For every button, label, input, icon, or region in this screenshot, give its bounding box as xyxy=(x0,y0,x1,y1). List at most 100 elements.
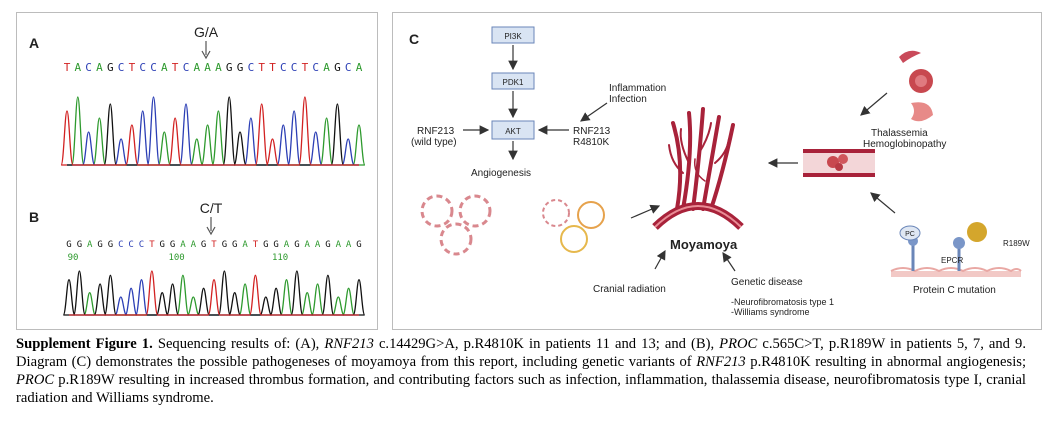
rnf-wt-line2: (wild type) xyxy=(411,137,457,148)
caption-text: c.14429G>A, p.R4810K in patients 11 and … xyxy=(373,336,720,352)
sequence-base: G xyxy=(334,61,341,74)
sequence-base: C xyxy=(312,61,319,74)
vessel-rings-left xyxy=(420,194,492,256)
sequence-base: C xyxy=(85,61,92,74)
sequence-position: 110 xyxy=(272,253,288,263)
sequence-base: T xyxy=(172,61,179,74)
akt-label: AKT xyxy=(505,127,521,136)
sequence-base: A xyxy=(356,61,363,74)
trace-A xyxy=(67,96,366,166)
sequence-base: A xyxy=(215,61,222,74)
sequence-base: C xyxy=(280,61,287,74)
sequence-base: C xyxy=(345,61,352,74)
variant-b-arrowhead xyxy=(206,226,216,236)
sequence-base: C xyxy=(183,61,190,74)
panel-c-label: C xyxy=(409,31,420,47)
variant-b-label: C/T xyxy=(200,200,223,216)
sequence-base: G xyxy=(159,240,164,250)
vessel-ring-icon xyxy=(542,199,570,227)
sequence-base: G xyxy=(325,240,330,250)
epcr-receptor-icon xyxy=(953,237,965,271)
moyamoya-vessel-icon xyxy=(668,107,735,211)
caption-gene: RNF213 xyxy=(696,354,746,370)
trace-T xyxy=(60,96,359,166)
sequence-base: C xyxy=(139,240,144,250)
sequence-base: A xyxy=(87,240,93,250)
sequence-base: G xyxy=(201,240,206,250)
thalassemia-arrow xyxy=(860,92,888,116)
sequence-base: G xyxy=(222,240,227,250)
positions-b: 90 100 110 xyxy=(68,253,289,263)
sequence-base: G xyxy=(108,240,113,250)
sequence-base: A xyxy=(74,61,81,74)
vessel-ring-icon xyxy=(420,194,454,228)
rnf-mut-line2: R4810K xyxy=(573,137,609,148)
diagram-svg: PI3K PDK1 AKT Angiogenesis RNF213 (wild … xyxy=(411,26,1030,317)
pc-label: PC xyxy=(905,231,915,238)
caption-text: c.565C>T, p.R189W in patients 5, 7, and … xyxy=(16,336,1026,370)
vessel-rings-right xyxy=(542,199,605,253)
sequence-base: C xyxy=(118,61,125,74)
protein-c-arrow xyxy=(870,192,896,214)
artery-arch-inner xyxy=(654,205,742,228)
caption-gene: PROC xyxy=(719,336,758,352)
sequence-base: A xyxy=(242,240,248,250)
caption-figure-number: Supplement Figure 1. xyxy=(16,336,153,352)
thrombus-vessel-icon xyxy=(803,149,875,177)
williams-label: -Williams syndrome xyxy=(731,307,810,317)
sequence-position: 100 xyxy=(168,253,184,263)
sequence-base: G xyxy=(263,240,268,250)
pdk1-label: PDK1 xyxy=(503,78,524,87)
sequence-base: G xyxy=(226,61,233,74)
sequence-base: G xyxy=(232,240,237,250)
inflammation-arrow xyxy=(580,102,608,122)
sequence-base: T xyxy=(258,61,265,74)
vessel-ring-icon xyxy=(458,194,492,228)
sequence-base: G xyxy=(294,240,299,250)
sequence-position: 90 xyxy=(68,253,79,263)
protein-c-molecule-icon xyxy=(967,222,987,242)
traces-b xyxy=(62,270,366,316)
sequence-base: A xyxy=(161,61,168,74)
caption-gene: PROC xyxy=(16,372,55,388)
sequence-base: T xyxy=(64,61,71,74)
cranial-arrow xyxy=(654,249,666,270)
red-blood-cell-icon xyxy=(899,50,933,122)
moyamoya-label: Moyamoya xyxy=(670,237,738,252)
trace-C xyxy=(67,96,359,166)
sequence-base: G xyxy=(170,240,175,250)
sequence-base: A xyxy=(315,240,321,250)
variant-a-label: G/A xyxy=(194,24,219,40)
sequence-base: T xyxy=(129,61,136,74)
cranial-radiation-label: Cranial radiation xyxy=(593,284,666,295)
sequence-base: C xyxy=(118,240,123,250)
akt-box xyxy=(491,120,535,140)
sequence-base: A xyxy=(346,240,352,250)
figure-caption: Supplement Figure 1. Sequencing results … xyxy=(16,335,1026,407)
angiogenesis-to-moyamoya-arrow xyxy=(630,204,661,219)
sequence-base: G xyxy=(66,240,71,250)
pi3k-box xyxy=(491,26,535,44)
genetic-arrow xyxy=(722,252,736,272)
sequence-base: C xyxy=(139,61,146,74)
trace-C xyxy=(69,279,359,316)
rnf-mut-line1: RNF213 xyxy=(573,126,611,137)
sequence-base: A xyxy=(193,61,200,74)
pdk1-box xyxy=(491,72,535,90)
pathogenesis-diagram: C PI3K PDK1 AKT Angiogenesis RNF213 (wil… xyxy=(392,12,1042,330)
epcr-label: EPCR xyxy=(941,256,963,265)
trace-G xyxy=(67,96,359,166)
pi3k-label: PI3K xyxy=(504,32,522,41)
vessel-ring-icon xyxy=(439,222,473,256)
vessel-ring-icon xyxy=(577,201,605,229)
protein-c-label: Protein C mutation xyxy=(913,285,996,296)
sequence-base: G xyxy=(97,240,102,250)
pc-receptor-icon xyxy=(899,225,921,271)
caption-text: p.R4810K resulting in abnormal angiogene… xyxy=(745,354,1026,370)
sequence-base: T xyxy=(149,240,155,250)
sequence-base: A xyxy=(304,240,310,250)
sequence-base: A xyxy=(336,240,342,250)
